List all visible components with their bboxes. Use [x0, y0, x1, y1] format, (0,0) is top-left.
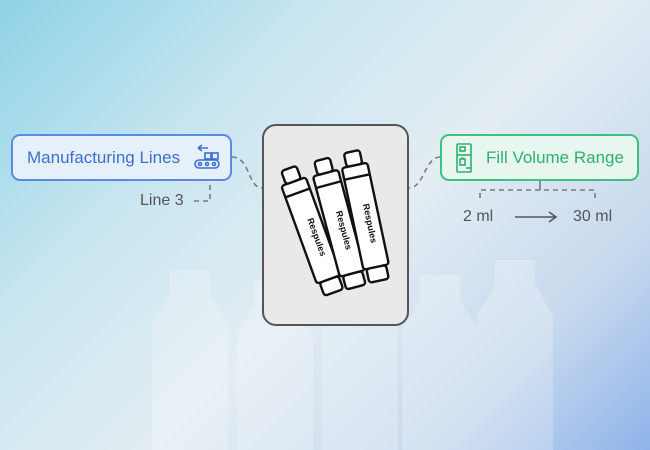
fill-volume-max: 30 ml	[573, 208, 613, 225]
fill-volume-range-card[interactable]: Fill Volume Range	[440, 134, 639, 181]
manufacturing-lines-card[interactable]: Manufacturing Lines	[11, 134, 232, 181]
fill-volume-min: 2 ml	[463, 208, 494, 225]
manufacturing-line-value: Line 3	[140, 192, 184, 209]
respules-vials-illustration: Respules Respules Respules	[280, 149, 390, 297]
fill-volume-range-label: Fill Volume Range	[486, 147, 624, 167]
filling-machine-icon	[454, 142, 474, 173]
respules-product-card: Respules Respules Respules	[262, 124, 409, 326]
manufacturing-lines-label: Manufacturing Lines	[27, 147, 181, 167]
conveyor-belt-icon	[194, 143, 220, 172]
